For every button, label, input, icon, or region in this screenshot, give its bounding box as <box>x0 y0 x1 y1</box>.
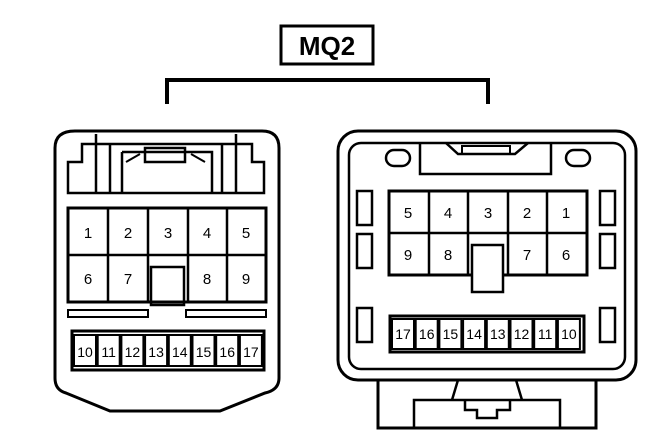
pin-cell <box>96 334 121 367</box>
left-separator-bar <box>67 309 149 318</box>
left-latch-rails <box>94 134 238 193</box>
pin-label: 3 <box>164 225 172 242</box>
pin-label: 4 <box>444 205 452 222</box>
left-lower-cells: 10 11 12 13 14 15 16 17 <box>73 334 263 367</box>
pin-cell <box>414 318 439 350</box>
pin-label: 16 <box>219 344 235 360</box>
right-center-key <box>470 243 505 294</box>
pin-label: 3 <box>484 205 492 222</box>
left-center-key <box>149 265 186 307</box>
pin-cell <box>191 334 216 367</box>
right-side-slot <box>598 189 617 227</box>
pin-cell <box>215 334 240 367</box>
pin-label: 10 <box>77 344 93 360</box>
pin-label: 10 <box>561 326 577 342</box>
right-tab-latch <box>463 400 512 420</box>
pin-label: 13 <box>490 326 506 342</box>
pin-label: 8 <box>203 271 211 288</box>
right-middle-labels: 9 8 7 6 <box>404 247 570 264</box>
right-top-notch <box>418 143 553 176</box>
right-lower-cells: 17 16 15 14 13 12 11 10 <box>391 318 581 350</box>
pin-label: 2 <box>523 205 531 222</box>
pin-cell <box>167 334 192 367</box>
pin-cell <box>120 334 145 367</box>
pin-label: 6 <box>84 271 92 288</box>
pin-label: 17 <box>395 326 411 342</box>
pin-cell <box>556 318 581 350</box>
pin-cell <box>144 334 169 367</box>
right-notch-slot <box>461 145 511 155</box>
pin-label: 7 <box>124 271 132 288</box>
left-connector-frame <box>66 142 266 195</box>
right-side-slot <box>598 306 617 344</box>
pin-cell <box>391 318 415 350</box>
right-lower-block <box>388 314 586 354</box>
pin-label: 11 <box>538 326 553 342</box>
pin-label: 11 <box>101 344 116 360</box>
right-mount-hole <box>564 148 592 168</box>
pin-cell <box>73 334 97 367</box>
pin-label: 14 <box>466 326 482 342</box>
right-side-slot <box>355 306 374 344</box>
pin-label: 9 <box>404 247 412 264</box>
right-inner-outline <box>347 141 627 371</box>
pin-label: 16 <box>419 326 435 342</box>
right-cell-dividers <box>427 191 549 275</box>
pin-label: 13 <box>148 344 164 360</box>
right-tab-sides <box>450 379 524 401</box>
left-connector-body <box>53 129 281 413</box>
left-upper-labels: 1 2 3 4 5 <box>84 225 250 242</box>
pin-label: 2 <box>124 225 132 242</box>
left-latch-detail <box>125 153 206 163</box>
pin-label: 8 <box>444 247 452 264</box>
right-side-slot <box>598 232 617 270</box>
pin-label: 5 <box>242 225 250 242</box>
pin-label: 7 <box>523 247 531 264</box>
pin-label: 9 <box>242 271 250 288</box>
left-lower-block <box>70 329 266 372</box>
pin-label: 15 <box>196 344 212 360</box>
pin-label: 1 <box>562 205 570 222</box>
pin-label: 4 <box>203 225 211 242</box>
connector-title: MQ2 <box>299 31 355 61</box>
pin-cell <box>462 318 487 350</box>
left-latch-inner <box>120 150 214 193</box>
pin-cell <box>485 318 510 350</box>
title-box <box>279 24 375 66</box>
right-bottom-tab <box>376 380 598 430</box>
pin-label: 12 <box>125 344 141 360</box>
right-connector: 5 4 3 2 1 9 8 7 6 17 16 15 14 13 12 11 10 <box>336 129 638 430</box>
left-cell-dividers <box>106 208 229 302</box>
right-tab-inner <box>412 398 562 428</box>
pin-cell <box>438 318 463 350</box>
pin-label: 14 <box>172 344 188 360</box>
pin-label: 12 <box>514 326 530 342</box>
pin-label: 6 <box>562 247 570 264</box>
left-middle-labels: 6 7 8 9 <box>84 271 250 288</box>
left-latch-tab <box>143 146 187 164</box>
right-upper-labels: 5 4 3 2 1 <box>404 205 570 222</box>
pin-label: 5 <box>404 205 412 222</box>
pin-cell <box>509 318 534 350</box>
right-mount-hole <box>384 148 412 168</box>
pin-label: 1 <box>84 225 92 242</box>
bracket-line <box>165 78 490 104</box>
left-separator-bar <box>185 309 267 318</box>
right-side-slot <box>355 232 374 270</box>
pin-cell <box>533 318 558 350</box>
right-side-slot <box>355 189 374 227</box>
pin-label: 15 <box>443 326 459 342</box>
pin-label: 17 <box>243 344 259 360</box>
pin-cell <box>238 334 263 367</box>
